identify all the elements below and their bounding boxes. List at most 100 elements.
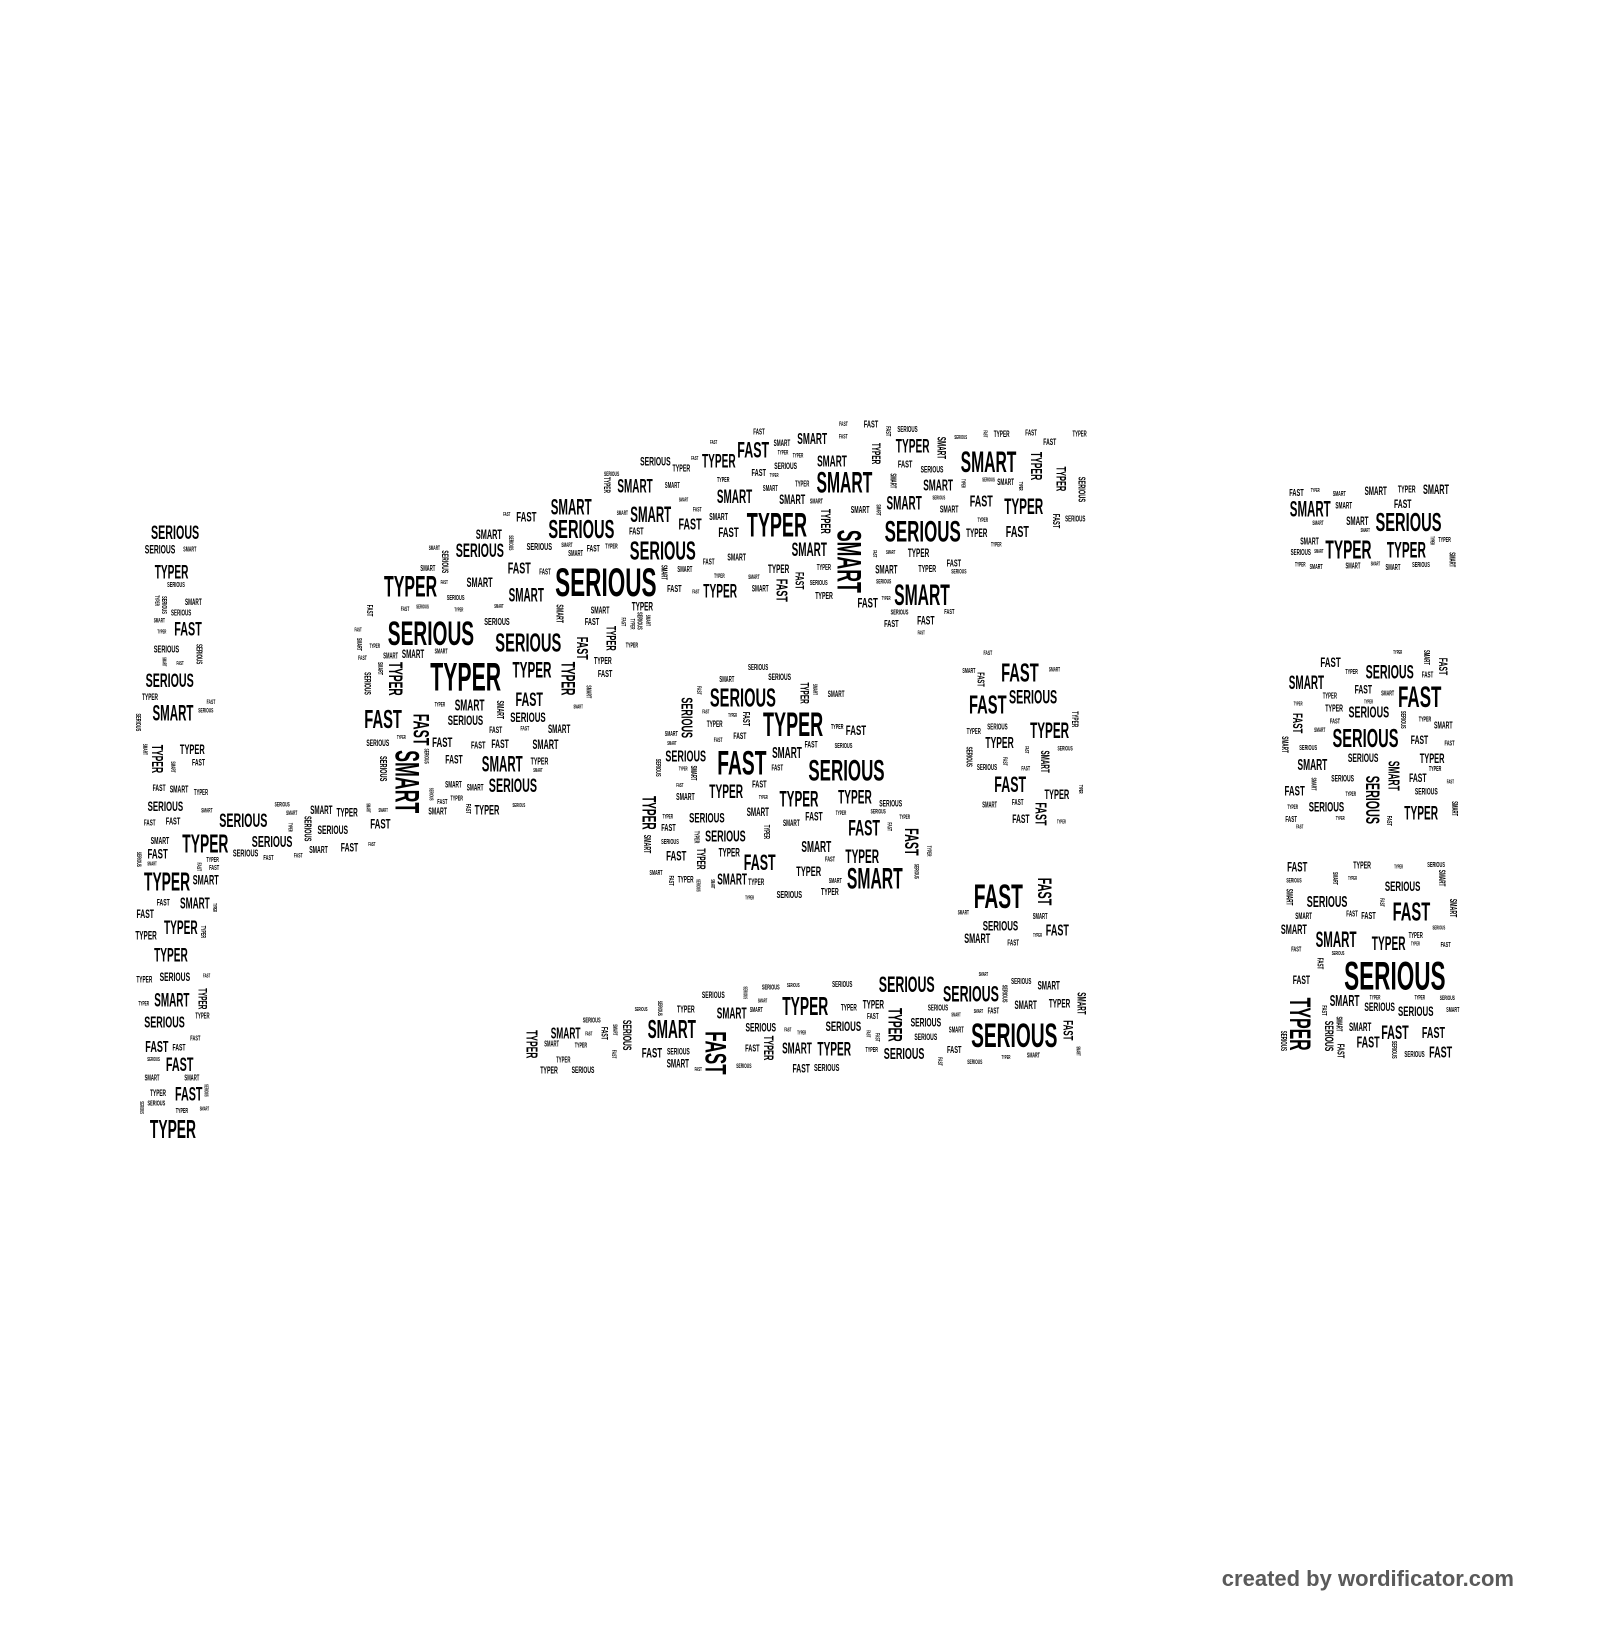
- cloud-word: SERIOUS: [746, 1021, 777, 1035]
- cloud-word: SMART: [964, 930, 990, 946]
- cloud-word: SMART: [145, 1073, 160, 1082]
- cloud-word: SERIOUS: [814, 1063, 840, 1074]
- cloud-word: SERIOUS: [448, 712, 484, 728]
- cloud-word: SMART: [709, 879, 715, 888]
- cloud-word: FAST: [703, 558, 715, 567]
- cloud-word: SMART: [1298, 757, 1328, 774]
- cloud-word: FAST: [437, 799, 448, 806]
- cloud-word: FAST: [900, 828, 921, 856]
- cloud-word: SMART: [494, 701, 505, 720]
- cloud-word: SERIOUS: [252, 834, 293, 851]
- cloud-word: SMART: [779, 491, 805, 507]
- cloud-word: FAST: [1381, 1023, 1409, 1044]
- cloud-word: SERIOUS: [1390, 1041, 1397, 1059]
- cloud-word: SERIOUS: [640, 455, 671, 469]
- cloud-word: SERIOUS: [1058, 746, 1073, 752]
- cloud-word: SMART: [1280, 736, 1290, 753]
- cloud-word: SMART: [1033, 912, 1048, 921]
- cloud-word: FAST: [489, 725, 502, 735]
- cloud-word: SMART: [748, 575, 759, 581]
- cloud-word: SMART: [1300, 537, 1319, 548]
- cloud-word: SMART: [154, 618, 165, 624]
- cloud-word: TYPER: [1438, 537, 1450, 544]
- cloud-word: FAST: [982, 430, 988, 437]
- cloud-word: SMART: [494, 604, 503, 610]
- cloud-word: FAST: [1289, 488, 1304, 499]
- cloud-word: TYPER: [761, 1036, 777, 1061]
- cloud-word: TYPER: [1393, 650, 1402, 656]
- cloud-word: TYPER: [475, 801, 500, 817]
- cloud-word: TYPER: [182, 828, 228, 858]
- cloud-word: TYPER: [1002, 1055, 1011, 1061]
- cloud-word: SERIOUS: [933, 496, 946, 502]
- cloud-word: SERIOUS: [810, 580, 828, 587]
- cloud-word: TYPER: [994, 429, 1010, 439]
- cloud-word: SMART: [961, 446, 1017, 479]
- cloud-word: SERIOUS: [171, 608, 192, 617]
- credit-text: created by wordificator.com: [1221, 1566, 1514, 1591]
- cloud-word: SMART: [553, 604, 564, 623]
- cloud-word: TYPER: [454, 608, 463, 614]
- cloud-word: SMART: [184, 1074, 199, 1083]
- cloud-word: FAST: [884, 619, 899, 630]
- cloud-word: TYPER: [1346, 792, 1357, 798]
- cloud-word: SMART: [1295, 911, 1312, 921]
- cloud-word: SERIOUS: [1366, 662, 1414, 683]
- cloud-word: FAST: [848, 815, 880, 840]
- cloud-word: SMART: [979, 972, 988, 978]
- cloud-word: SERIOUS: [318, 823, 349, 837]
- cloud-word: FAST: [1422, 1025, 1445, 1042]
- cloud-word: FAST: [370, 815, 391, 831]
- cloud-word: SERIOUS: [911, 1015, 942, 1029]
- cloud-word: TYPER: [960, 479, 966, 488]
- cloud-word: TYPER: [1348, 876, 1357, 882]
- cloud-word: FAST: [858, 594, 879, 610]
- cloud-word: SMART: [810, 499, 823, 506]
- cloud-word: SMART: [644, 615, 650, 626]
- cloud-word: TYPER: [384, 571, 437, 604]
- cloud-word: SERIOUS: [428, 788, 434, 801]
- cloud-word: SMART: [286, 811, 297, 817]
- cloud-word: TYPER: [150, 1088, 166, 1098]
- cloud-word: TYPER: [1325, 535, 1371, 565]
- cloud-word: SMART: [641, 835, 652, 854]
- cloud-word: FAST: [661, 823, 676, 834]
- cloud-word: SERIOUS: [964, 747, 973, 768]
- cloud-word: FAST: [1411, 733, 1429, 747]
- cloud-word: SMART: [151, 836, 170, 847]
- cloud-word: TYPER: [719, 845, 740, 859]
- cloud-word: TYPER: [556, 1055, 570, 1064]
- cloud-word: FAST: [1021, 767, 1030, 773]
- cloud-word: TYPER: [435, 703, 446, 709]
- cloud-word: TYPER: [747, 506, 807, 544]
- cloud-word: FAST: [936, 1057, 942, 1066]
- cloud-word: TYPER: [845, 847, 879, 868]
- cloud-word: SMART: [1281, 921, 1307, 937]
- cloud-word: FAST: [1050, 514, 1061, 529]
- cloud-word: SERIOUS: [702, 990, 725, 1000]
- cloud-word: FAST: [695, 686, 701, 695]
- cloud-word: TYPER: [709, 782, 743, 803]
- cloud-word: TYPER: [966, 526, 987, 540]
- cloud-word: TYPER: [841, 1003, 857, 1013]
- cloud-word: SMART: [1316, 927, 1357, 952]
- cloud-word: FAST: [1447, 779, 1454, 785]
- cloud-word: SMART: [847, 863, 903, 896]
- cloud-word: TYPER: [1429, 766, 1441, 773]
- cloud-word: SERIOUS: [762, 985, 780, 992]
- cloud-word: TYPER: [206, 857, 218, 864]
- cloud-word: SMART: [1310, 778, 1317, 791]
- cloud-word: TYPER: [540, 1066, 558, 1077]
- cloud-word: TYPER: [866, 1047, 878, 1054]
- cloud-word: TYPER: [817, 563, 831, 572]
- cloud-word: TYPER: [1325, 704, 1343, 715]
- cloud-word: TYPER: [638, 796, 659, 830]
- cloud-word: FAST: [974, 878, 1023, 916]
- cloud-word: SMART: [1381, 691, 1394, 698]
- cloud-word: SMART: [667, 1056, 690, 1070]
- cloud-word: SERIOUS: [160, 596, 167, 614]
- cloud-word: FAST: [874, 1033, 880, 1042]
- cloud-word: SERIOUS: [987, 723, 1008, 732]
- cloud-word: SMART: [476, 526, 502, 542]
- cloud-word: TYPER: [397, 735, 406, 741]
